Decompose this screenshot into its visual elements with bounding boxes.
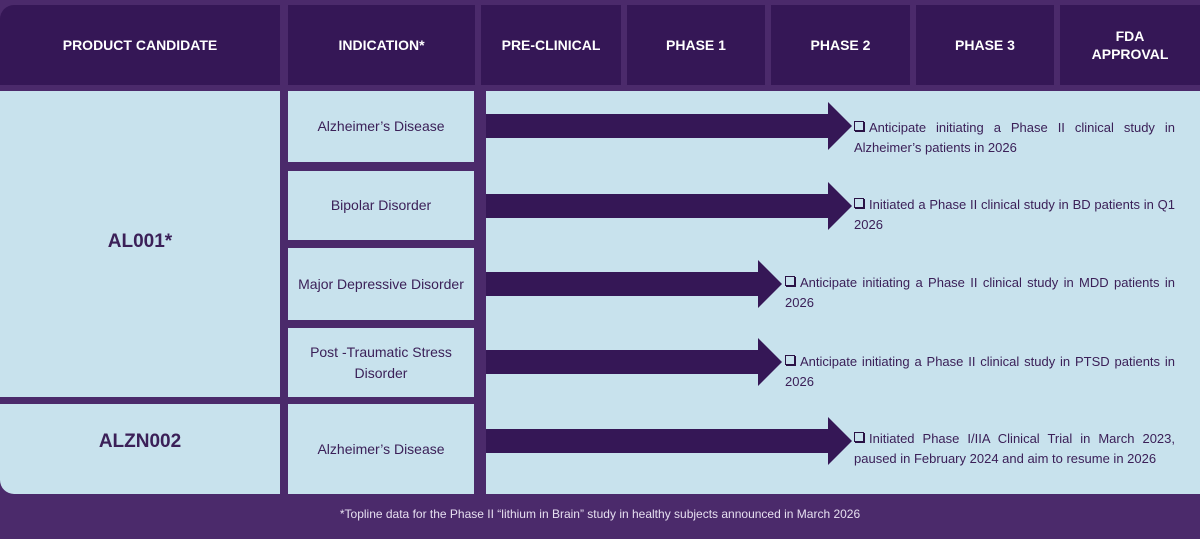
status-note: Initiated Phase I/IIA Clinical Trial in … bbox=[854, 429, 1175, 469]
indication-cell: Bipolar Disorder bbox=[288, 171, 474, 240]
progress-arrow bbox=[486, 417, 852, 465]
indication-cell: Alzheimer’s Disease bbox=[288, 91, 474, 162]
note-text: Anticipate initiating a Phase II clinica… bbox=[785, 275, 1175, 310]
status-note: Anticipate initiating a Phase II clinica… bbox=[854, 118, 1175, 158]
note-text: Anticipate initiating a Phase II clinica… bbox=[785, 354, 1175, 389]
header-phase-1: PHASE 1 bbox=[627, 5, 765, 85]
checkbox-bullet-icon bbox=[854, 432, 864, 442]
candidate-al001: AL001* bbox=[0, 91, 280, 397]
progress-arrow bbox=[486, 260, 782, 308]
header-phase-3: PHASE 3 bbox=[916, 5, 1054, 85]
checkbox-bullet-icon bbox=[854, 121, 864, 131]
candidate-alzn002: ALZN002 bbox=[0, 404, 280, 494]
status-note: Anticipate initiating a Phase II clinica… bbox=[785, 352, 1175, 392]
footnote: *Topline data for the Phase II “lithium … bbox=[339, 507, 861, 521]
progress-arrows bbox=[486, 102, 852, 465]
checkbox-bullet-icon bbox=[854, 198, 864, 208]
note-text: Initiated Phase I/IIA Clinical Trial in … bbox=[854, 431, 1175, 466]
checkbox-bullet-icon bbox=[785, 355, 795, 365]
status-note: Anticipate initiating a Phase II clinica… bbox=[785, 273, 1175, 313]
pipeline-panel: Anticipate initiating a Phase II clinica… bbox=[486, 91, 1200, 494]
progress-arrow bbox=[486, 182, 852, 230]
header-indication: INDICATION* bbox=[288, 5, 475, 85]
header-phase-2: PHASE 2 bbox=[771, 5, 910, 85]
note-text: Initiated a Phase II clinical study in B… bbox=[854, 197, 1175, 232]
indication-cell: Post -Traumatic Stress Disorder bbox=[288, 328, 474, 397]
header-product-candidate: PRODUCT CANDIDATE bbox=[0, 5, 280, 85]
header-pre-clinical: PRE-CLINICAL bbox=[481, 5, 621, 85]
indication-cell: Major Depressive Disorder bbox=[288, 248, 474, 320]
checkbox-bullet-icon bbox=[785, 276, 795, 286]
progress-arrow bbox=[486, 338, 782, 386]
status-note: Initiated a Phase II clinical study in B… bbox=[854, 195, 1175, 235]
progress-arrow bbox=[486, 102, 852, 150]
header-fda-approval: FDA APPROVAL bbox=[1060, 5, 1200, 85]
note-text: Anticipate initiating a Phase II clinica… bbox=[854, 120, 1175, 155]
indication-cell: Alzheimer’s Disease bbox=[288, 404, 474, 494]
